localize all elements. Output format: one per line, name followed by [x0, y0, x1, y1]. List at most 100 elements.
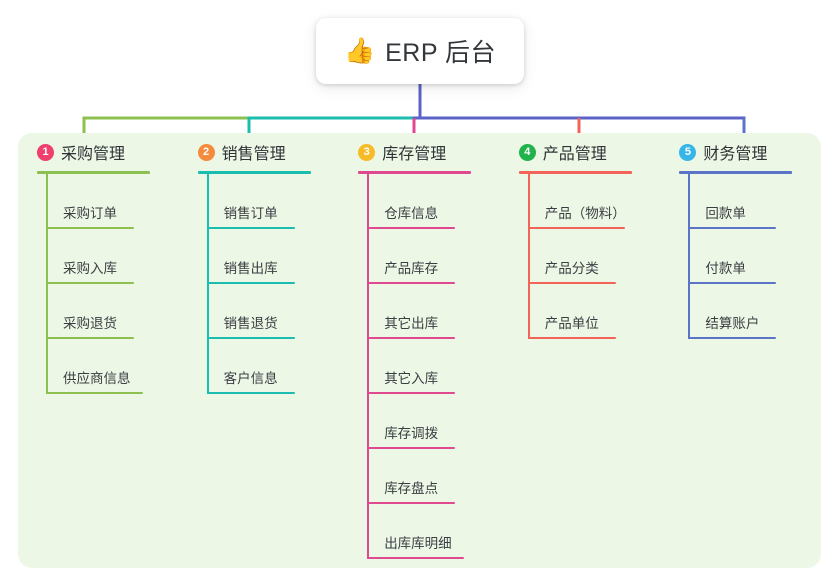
module-item-rule	[367, 392, 456, 394]
module-item-label: 采购退货	[63, 316, 117, 331]
module-item-list: 采购订单采购入库采购退货供应商信息	[46, 174, 179, 394]
module-item-label: 库存盘点	[384, 481, 439, 496]
module-spine	[367, 174, 370, 559]
module-item[interactable]: 销售退货	[206, 284, 340, 339]
module-item-label: 仓库信息	[384, 206, 439, 221]
module-number-badge: 4	[518, 143, 536, 161]
module-item-rule	[206, 227, 295, 229]
module-header-rule	[37, 171, 150, 174]
module-item[interactable]: 付款单	[688, 229, 821, 284]
module-item-rule	[367, 282, 456, 284]
module-title: 产品管理	[542, 146, 607, 163]
module-item[interactable]: 结算账户	[688, 284, 821, 339]
module-header-rule	[518, 171, 632, 174]
module-item-rule	[367, 502, 456, 504]
module-item-label: 产品分类	[544, 261, 599, 276]
module-item-label: 其它出库	[384, 316, 439, 331]
module-item[interactable]: 销售订单	[206, 174, 340, 229]
module-header-rule	[679, 171, 793, 174]
module-item-label: 结算账户	[705, 316, 760, 331]
module-number-badge: 1	[37, 143, 54, 161]
module-title: 库存管理	[382, 146, 447, 163]
module-item[interactable]: 客户信息	[206, 339, 340, 394]
module-title: 财务管理	[703, 146, 768, 163]
module-item[interactable]: 回款单	[688, 174, 821, 229]
module-spine	[206, 174, 209, 394]
module-item-label: 采购订单	[63, 206, 117, 221]
module-item-list: 仓库信息产品库存其它出库其它入库库存调拨库存盘点出库库明细	[367, 174, 500, 559]
module-column-5: 5 财务管理回款单付款单结算账户	[660, 133, 821, 568]
modules-panel	[18, 133, 821, 568]
module-item-list: 销售订单销售出库销售退货客户信息	[206, 174, 340, 394]
module-column-1: 1 采购管理采购订单采购入库采购退货供应商信息	[18, 133, 179, 568]
module-item-label: 产品单位	[544, 316, 599, 331]
module-item-rule	[688, 337, 777, 339]
module-header-rule	[197, 171, 311, 174]
module-item[interactable]: 产品（物料）	[527, 174, 661, 229]
module-item-rule	[527, 282, 616, 284]
module-item[interactable]: 采购入库	[46, 229, 179, 284]
module-item[interactable]: 仓库信息	[367, 174, 500, 229]
module-column-3: 3 库存管理仓库信息产品库存其它出库其它入库库存调拨库存盘点出库库明细	[339, 133, 500, 568]
thumbs-up-icon: 👍	[343, 36, 376, 65]
root-node-erp-backend[interactable]: 👍 ERP 后台	[316, 18, 524, 84]
module-title: 采购管理	[61, 146, 126, 163]
module-item-rule	[367, 227, 456, 229]
module-item-rule	[367, 337, 456, 339]
module-header-rule	[358, 171, 472, 174]
module-item-rule	[367, 557, 465, 559]
module-item-rule	[46, 337, 134, 339]
module-header-1[interactable]: 1 采购管理	[35, 133, 179, 171]
module-spine	[46, 174, 48, 394]
module-item-rule	[206, 282, 295, 284]
module-item[interactable]: 产品库存	[367, 229, 500, 284]
module-item[interactable]: 采购退货	[46, 284, 179, 339]
module-item[interactable]: 库存调拨	[367, 394, 500, 449]
module-item[interactable]: 其它出库	[367, 284, 500, 339]
module-item-rule	[206, 337, 295, 339]
module-spine	[527, 174, 530, 339]
module-item-rule	[688, 227, 777, 229]
module-item-rule	[688, 282, 777, 284]
module-item-rule	[46, 227, 134, 229]
module-spine	[688, 174, 691, 339]
module-item-label: 客户信息	[223, 371, 278, 386]
module-item-label: 销售退货	[223, 316, 278, 331]
module-item[interactable]: 销售出库	[206, 229, 340, 284]
module-item-rule	[527, 227, 625, 229]
module-item-rule	[46, 282, 134, 284]
module-item[interactable]: 出库库明细	[367, 504, 500, 559]
module-item-label: 销售出库	[223, 261, 278, 276]
module-item-list: 产品（物料） 产品分类产品单位	[527, 174, 661, 339]
module-item-label: 其它入库	[384, 371, 439, 386]
module-item[interactable]: 产品单位	[527, 284, 661, 339]
module-item-label: 产品（物料）	[544, 206, 626, 221]
module-item-label: 销售订单	[223, 206, 278, 221]
module-item-label: 产品库存	[384, 261, 439, 276]
module-header-5[interactable]: 5 财务管理	[677, 133, 821, 171]
module-item[interactable]: 供应商信息	[46, 339, 179, 394]
module-header-4[interactable]: 4 产品管理	[517, 133, 661, 171]
module-number-badge: 2	[197, 143, 215, 161]
module-item[interactable]: 采购订单	[46, 174, 179, 229]
module-header-3[interactable]: 3 库存管理	[356, 133, 500, 171]
module-item-label: 付款单	[705, 261, 746, 276]
module-number-badge: 5	[679, 143, 697, 161]
module-item[interactable]: 库存盘点	[367, 449, 500, 504]
module-number-badge: 3	[358, 143, 376, 161]
module-item-label: 供应商信息	[63, 371, 131, 386]
root-node-label: ERP 后台	[385, 39, 497, 67]
module-item-rule	[206, 392, 295, 394]
module-item[interactable]: 产品分类	[527, 229, 661, 284]
module-item-label: 库存调拨	[384, 426, 439, 441]
module-item-label: 出库库明细	[384, 536, 452, 551]
module-column-4: 4 产品管理产品（物料） 产品分类产品单位	[500, 133, 661, 568]
module-item-rule	[527, 337, 616, 339]
module-item-list: 回款单付款单结算账户	[688, 174, 821, 339]
module-item-label: 回款单	[705, 206, 746, 221]
module-item[interactable]: 其它入库	[367, 339, 500, 394]
